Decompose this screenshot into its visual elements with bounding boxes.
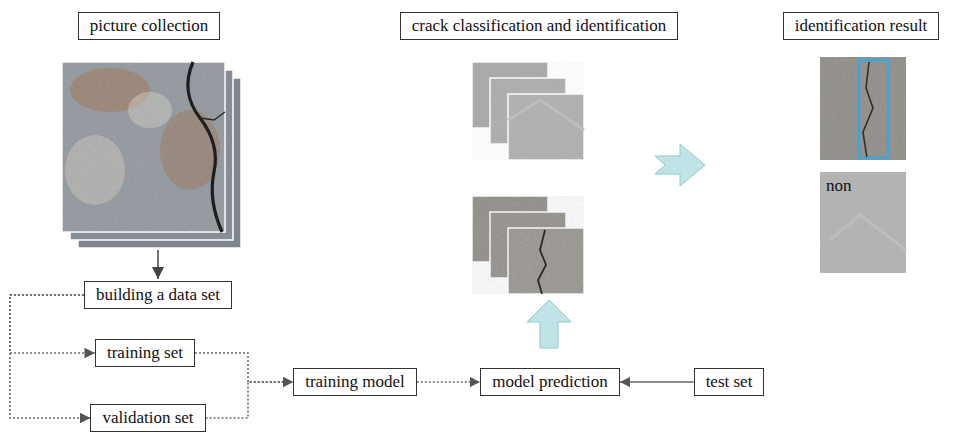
crack bbox=[188, 62, 222, 232]
texture bbox=[472, 196, 584, 294]
flow-connector bbox=[206, 382, 294, 418]
crack-stack bbox=[472, 196, 584, 294]
section-header: identification result bbox=[783, 12, 940, 39]
texture bbox=[472, 62, 584, 160]
texture bbox=[820, 57, 906, 160]
big-arrow bbox=[655, 144, 705, 186]
texture bbox=[62, 62, 225, 232]
photo bbox=[62, 62, 225, 232]
section-header: crack classification and identification bbox=[400, 12, 678, 39]
box-text: crack classification and identification bbox=[412, 15, 666, 36]
crack bbox=[538, 230, 546, 294]
flow-connector bbox=[195, 353, 293, 382]
flow-connector bbox=[417, 381, 480, 383]
photo-stack bbox=[62, 62, 241, 248]
big-arrow bbox=[527, 300, 571, 348]
process-box: training model bbox=[293, 368, 417, 395]
texture bbox=[820, 172, 906, 273]
box-text: test set bbox=[706, 371, 753, 392]
crack bbox=[863, 62, 873, 158]
process-box: building a data set bbox=[84, 281, 232, 308]
result-crack bbox=[820, 57, 906, 160]
box-text: validation set bbox=[102, 407, 193, 428]
box-text: training model bbox=[305, 371, 405, 392]
box-text: picture collection bbox=[90, 15, 208, 36]
box-text: model prediction bbox=[492, 371, 608, 392]
photo bbox=[820, 172, 906, 273]
crack bbox=[200, 112, 225, 120]
box-text: training set bbox=[107, 342, 183, 363]
section-header: picture collection bbox=[78, 12, 220, 39]
process-box: validation set bbox=[90, 404, 205, 431]
result-none bbox=[820, 172, 906, 273]
flow-connector bbox=[620, 381, 694, 383]
process-box: training set bbox=[95, 339, 195, 366]
box-text: identification result bbox=[795, 15, 928, 36]
process-box: test set bbox=[694, 368, 765, 395]
photo bbox=[820, 57, 906, 160]
box-text: building a data set bbox=[96, 284, 220, 305]
image-label: non bbox=[826, 176, 852, 196]
flow-connector bbox=[10, 295, 95, 353]
flow-connector bbox=[10, 295, 90, 418]
flow-arrow bbox=[157, 250, 159, 279]
no-crack-stack bbox=[472, 62, 584, 160]
process-box: model prediction bbox=[480, 368, 620, 395]
detection-box bbox=[859, 60, 888, 158]
